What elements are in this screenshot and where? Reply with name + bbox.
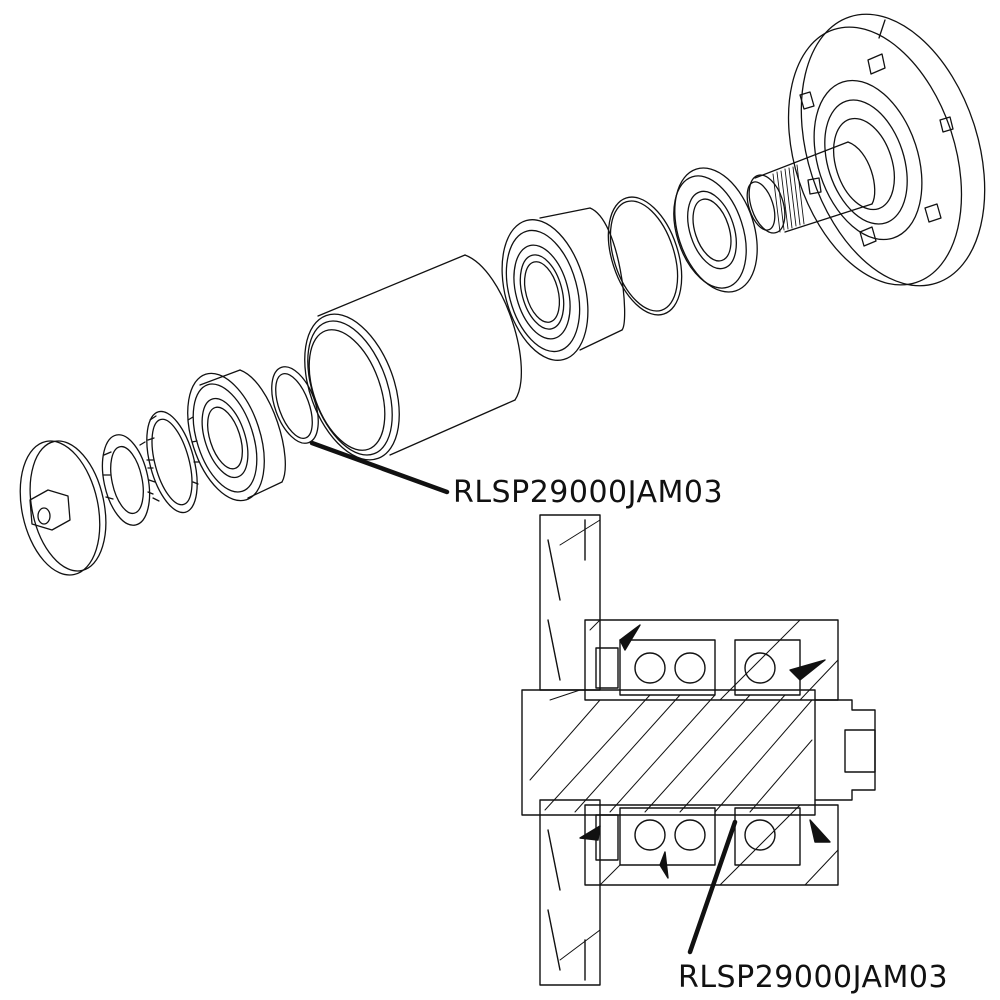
leader-line-1 <box>309 440 450 495</box>
lock-nut <box>101 434 154 526</box>
spindle-shaft <box>746 141 876 234</box>
lip-seal <box>673 167 758 293</box>
part-callout-section: RLSP29000JAM03 <box>678 960 949 995</box>
part-callout-exploded: RLSP29000JAM03 <box>453 475 724 510</box>
cross-section-view <box>521 514 876 986</box>
snap-ring <box>607 196 683 316</box>
end-cap <box>19 440 107 576</box>
leader-line-2 <box>687 819 738 955</box>
tab-washer <box>146 410 200 514</box>
rear-bearing <box>501 207 626 361</box>
front-bearing <box>187 369 286 502</box>
housing-sleeve <box>304 254 523 461</box>
flange-disc <box>787 13 986 287</box>
seal-ring-exploded <box>271 366 319 444</box>
